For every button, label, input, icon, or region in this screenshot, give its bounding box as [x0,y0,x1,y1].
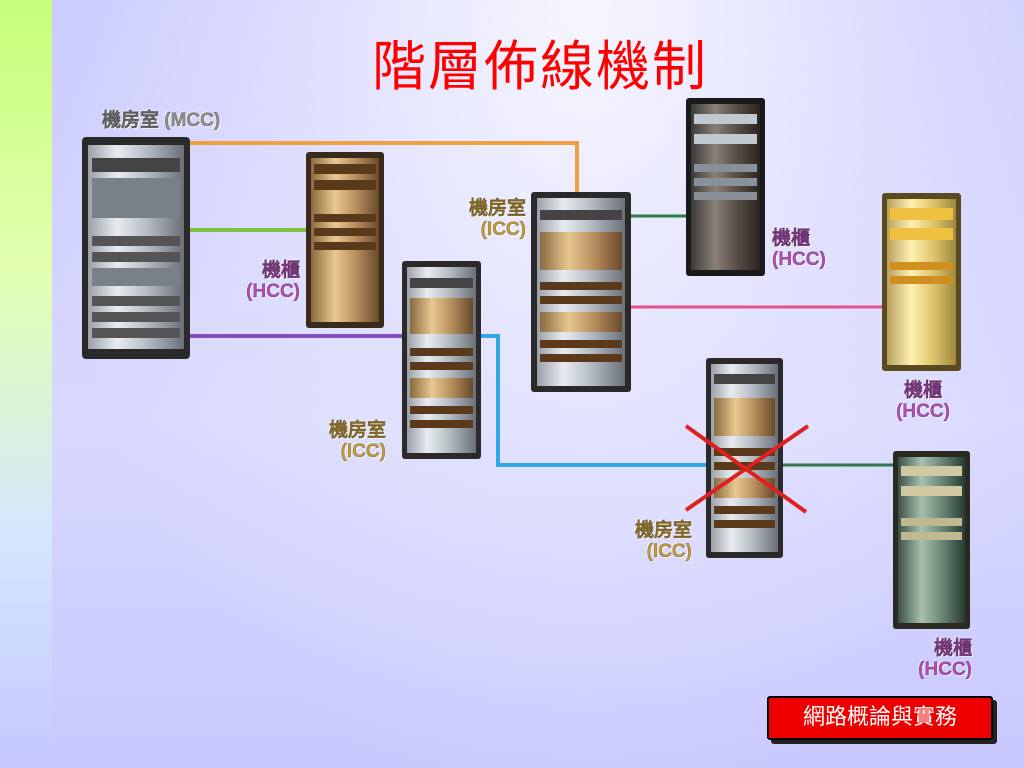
link-mcc-icc2 [190,141,579,192]
icc-rack-3 [706,358,783,558]
footer-badge: 網路概論與實務 [767,696,993,740]
label-hcc-1: 機櫃 (HCC) [222,260,301,303]
page-title: 階層佈線機制 [372,35,708,98]
label-hcc-4-name: 機櫃 [933,638,973,660]
label-mcc: 機房室 (MCC) [102,110,221,132]
label-icc-2-code: (ICC) [480,219,526,241]
link-icc1-hcc4 [481,334,706,467]
label-icc-1-name: 機房室 [328,420,387,442]
label-hcc-4-code: (HCC) [918,659,972,681]
connection-lines [190,141,893,467]
label-hcc-4: 機櫃 (HCC) [886,638,973,681]
label-icc-3-name: 機房室 [634,520,693,542]
label-icc-3: 機房室 (ICC) [612,520,693,563]
left-accent-strip [0,0,52,768]
hcc-rack-2 [686,98,765,276]
mcc-rack [82,137,190,359]
label-hcc-2-name: 機櫃 [772,228,811,250]
hcc-rack-1 [306,152,384,328]
cross-out-mark [684,424,810,514]
label-hcc-3-name: 機櫃 [903,380,943,402]
hcc-rack-4 [893,451,970,629]
label-icc-3-code: (ICC) [646,541,692,563]
hcc-rack-3 [882,193,961,371]
label-hcc-1-code: (HCC) [246,281,300,303]
label-icc-1: 機房室 (ICC) [306,420,387,463]
label-hcc-1-name: 機櫃 [261,260,301,282]
label-icc-2-name: 機房室 [468,198,527,220]
label-hcc-3: 機櫃 (HCC) [880,380,966,423]
label-hcc-3-code: (HCC) [896,401,950,423]
label-hcc-2-code: (HCC) [772,249,826,271]
label-icc-1-code: (ICC) [340,441,386,463]
icc-rack-1 [402,261,481,459]
icc-rack-2 [531,192,631,392]
label-hcc-2: 機櫃 (HCC) [772,228,826,271]
footer-text: 網路概論與實務 [802,705,957,730]
label-icc-2: 機房室 (ICC) [448,198,527,241]
